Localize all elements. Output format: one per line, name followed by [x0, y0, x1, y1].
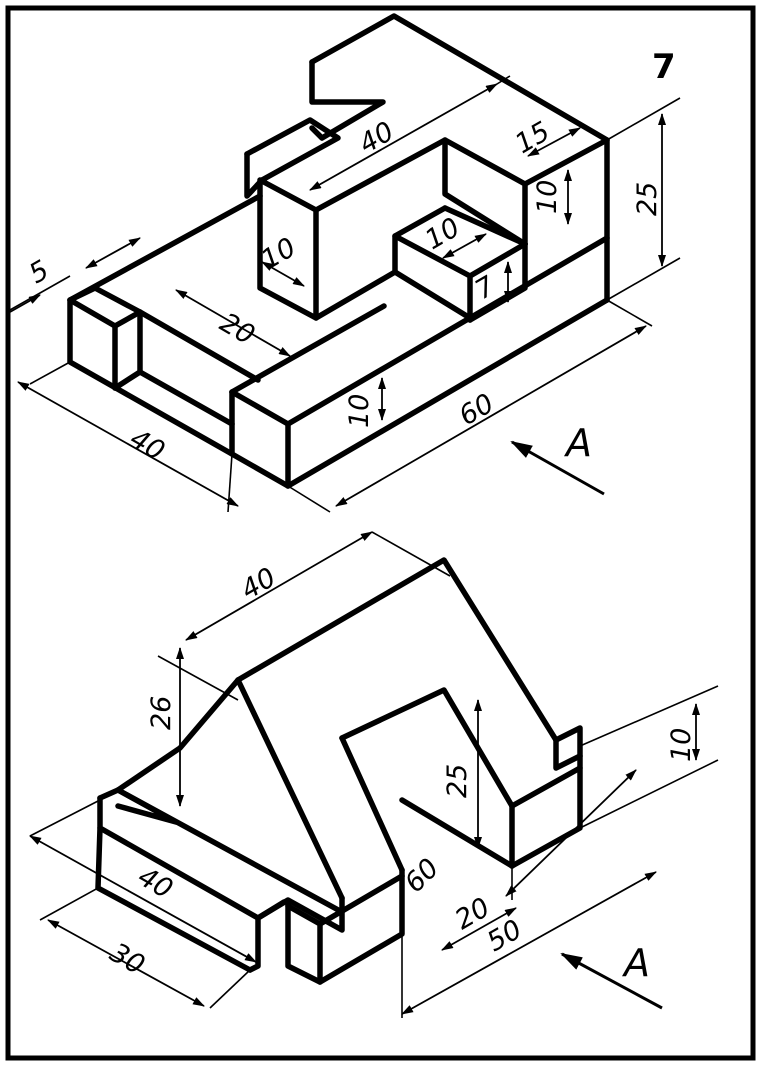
- dim-20: 20: [215, 307, 260, 351]
- dim-10-front: 10: [344, 394, 375, 428]
- view-label-a-bottom: A: [621, 941, 650, 985]
- dim-5: 5: [24, 255, 54, 290]
- bottom-part-dimension-lines: [29, 531, 719, 1018]
- sheet-number: 7: [652, 47, 676, 87]
- dim-15: 15: [510, 116, 555, 160]
- dim-40-top: 40: [354, 116, 399, 160]
- sheet-border: [5, 5, 756, 1061]
- dim-25: 25: [632, 182, 663, 216]
- dim-40-left: 40: [125, 423, 170, 467]
- dim-30: 30: [105, 937, 150, 981]
- view-label-a-top: A: [563, 421, 592, 465]
- dim-10: 10: [666, 728, 697, 762]
- dim-40-top: 40: [236, 562, 281, 606]
- top-part-outline: [67, 13, 610, 489]
- dim-25: 25: [442, 764, 473, 798]
- dim-60: 60: [399, 853, 445, 899]
- dim-10-right: 10: [532, 180, 563, 214]
- dim-60: 60: [454, 388, 499, 432]
- bottom-part: 40 26 25 10 60 20 50 40 30 A: [29, 531, 719, 1018]
- top-part: 40 15 25 10 10 7 10 5 20 40 10 60 A: [9, 13, 681, 513]
- dim-26: 26: [146, 696, 177, 730]
- top-part-dimension-lines: [9, 75, 681, 513]
- top-part-dimension-labels: 40 15 25 10 10 7 10 5 20 40 10 60 A: [24, 116, 663, 467]
- dim-10-left: 10: [256, 232, 301, 276]
